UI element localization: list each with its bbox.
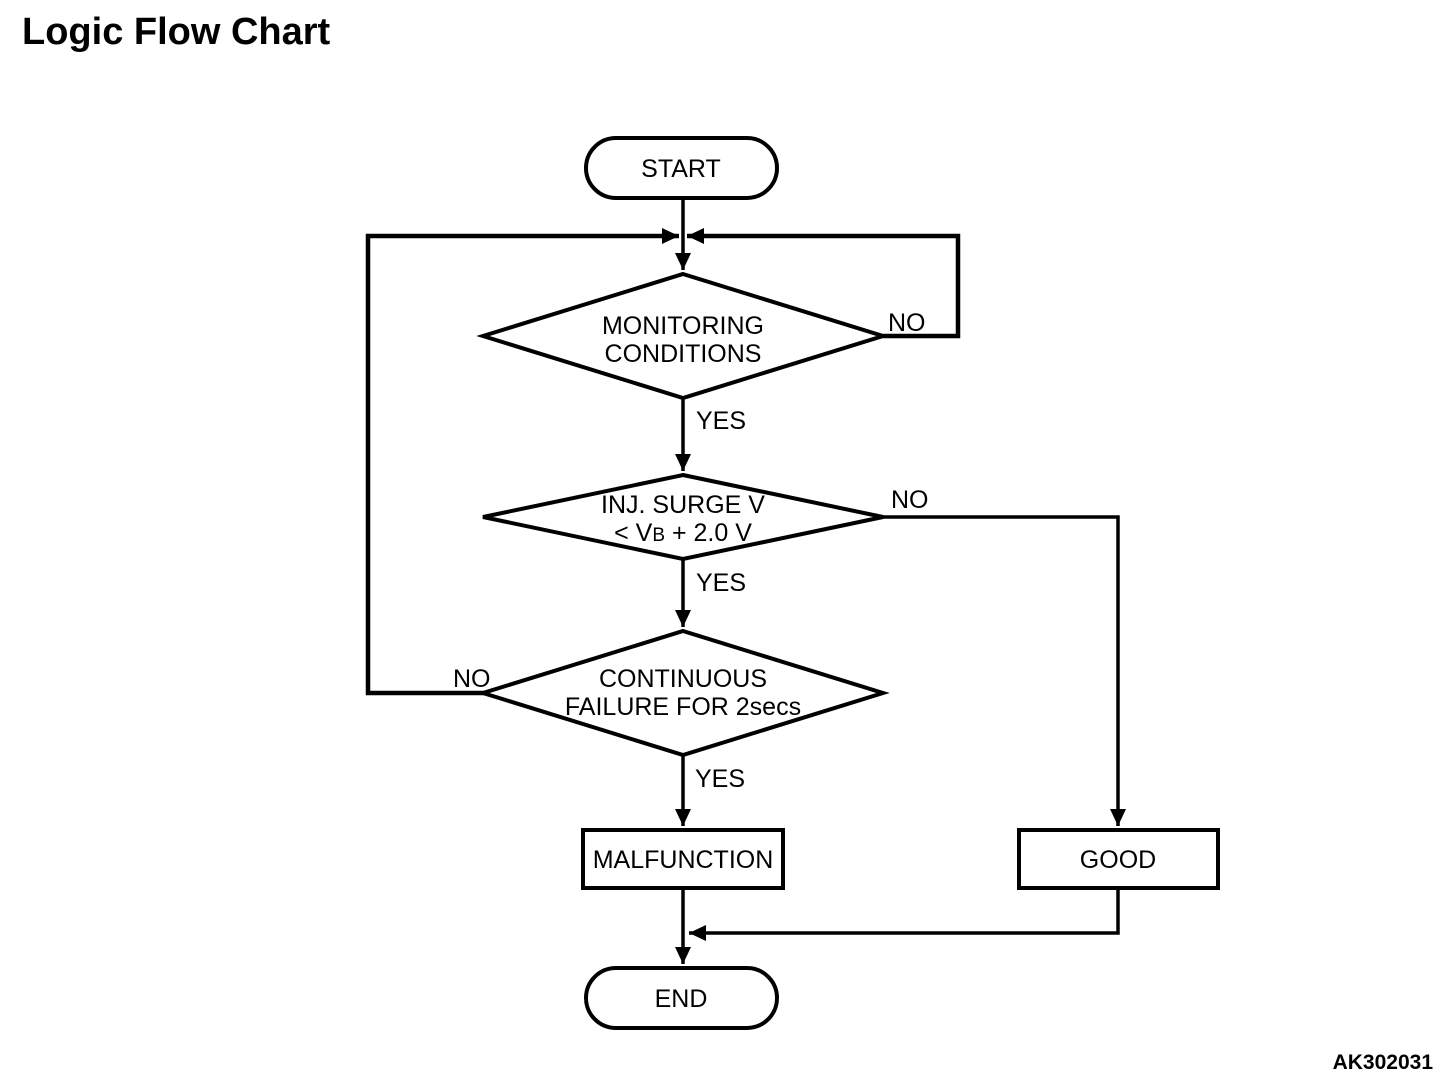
monitoring-decision-node: MONITORING CONDITIONS: [476, 271, 890, 401]
inj-surge-decision-line2: < VB + 2.0 V: [614, 519, 752, 547]
inj-surge-no-label: NO: [891, 486, 929, 514]
malfunction-shape: [581, 828, 785, 890]
page-title: Logic Flow Chart: [22, 11, 331, 53]
end-node: END: [584, 966, 779, 1030]
figure-code: AK302031: [1333, 1051, 1434, 1074]
monitoring-no-label: NO: [888, 309, 926, 337]
edge-monitoring-no-loop: [687, 228, 961, 339]
monitoring-decision-line1: MONITORING: [602, 312, 764, 340]
inj-surge-yes-label: YES: [696, 569, 746, 597]
inj-surge-line2-prefix: < V: [614, 519, 653, 547]
inj-surge-decision-shape: [482, 472, 884, 562]
continuous-failure-yes-label: YES: [695, 765, 745, 793]
start-node: START: [584, 136, 779, 200]
monitoring-yes-label: YES: [696, 407, 746, 435]
good-shape: [1017, 828, 1220, 890]
continuous-failure-decision-shape: [476, 628, 890, 758]
malfunction-node: MALFUNCTION: [581, 828, 785, 890]
edge-good-merge: [689, 888, 1120, 941]
end-shape: [584, 966, 779, 1030]
monitoring-decision-shape: [476, 271, 890, 401]
edge-inj-surge-no: [883, 515, 1126, 826]
start-shape: [584, 136, 779, 200]
good-node: GOOD: [1017, 828, 1220, 890]
inj-surge-line2-subscript: B: [652, 525, 665, 546]
inj-surge-decision-line1: INJ. SURGE V: [601, 491, 765, 519]
monitoring-decision-line2: CONDITIONS: [605, 340, 762, 368]
start-label: START: [641, 155, 721, 183]
good-label: GOOD: [1080, 846, 1156, 874]
continuous-failure-line2: FAILURE FOR 2secs: [565, 693, 801, 721]
inj-surge-line2-suffix: + 2.0 V: [665, 519, 752, 547]
continuous-failure-decision-node: CONTINUOUS FAILURE FOR 2secs: [476, 628, 890, 758]
continuous-failure-no-label: NO: [453, 665, 491, 693]
inj-surge-decision-node: INJ. SURGE V < VB + 2.0 V: [482, 472, 884, 562]
end-label: END: [655, 985, 708, 1013]
continuous-failure-line1: CONTINUOUS: [599, 665, 767, 693]
edge-continuous-failure-no-loop: [365, 228, 679, 696]
malfunction-label: MALFUNCTION: [593, 846, 774, 874]
